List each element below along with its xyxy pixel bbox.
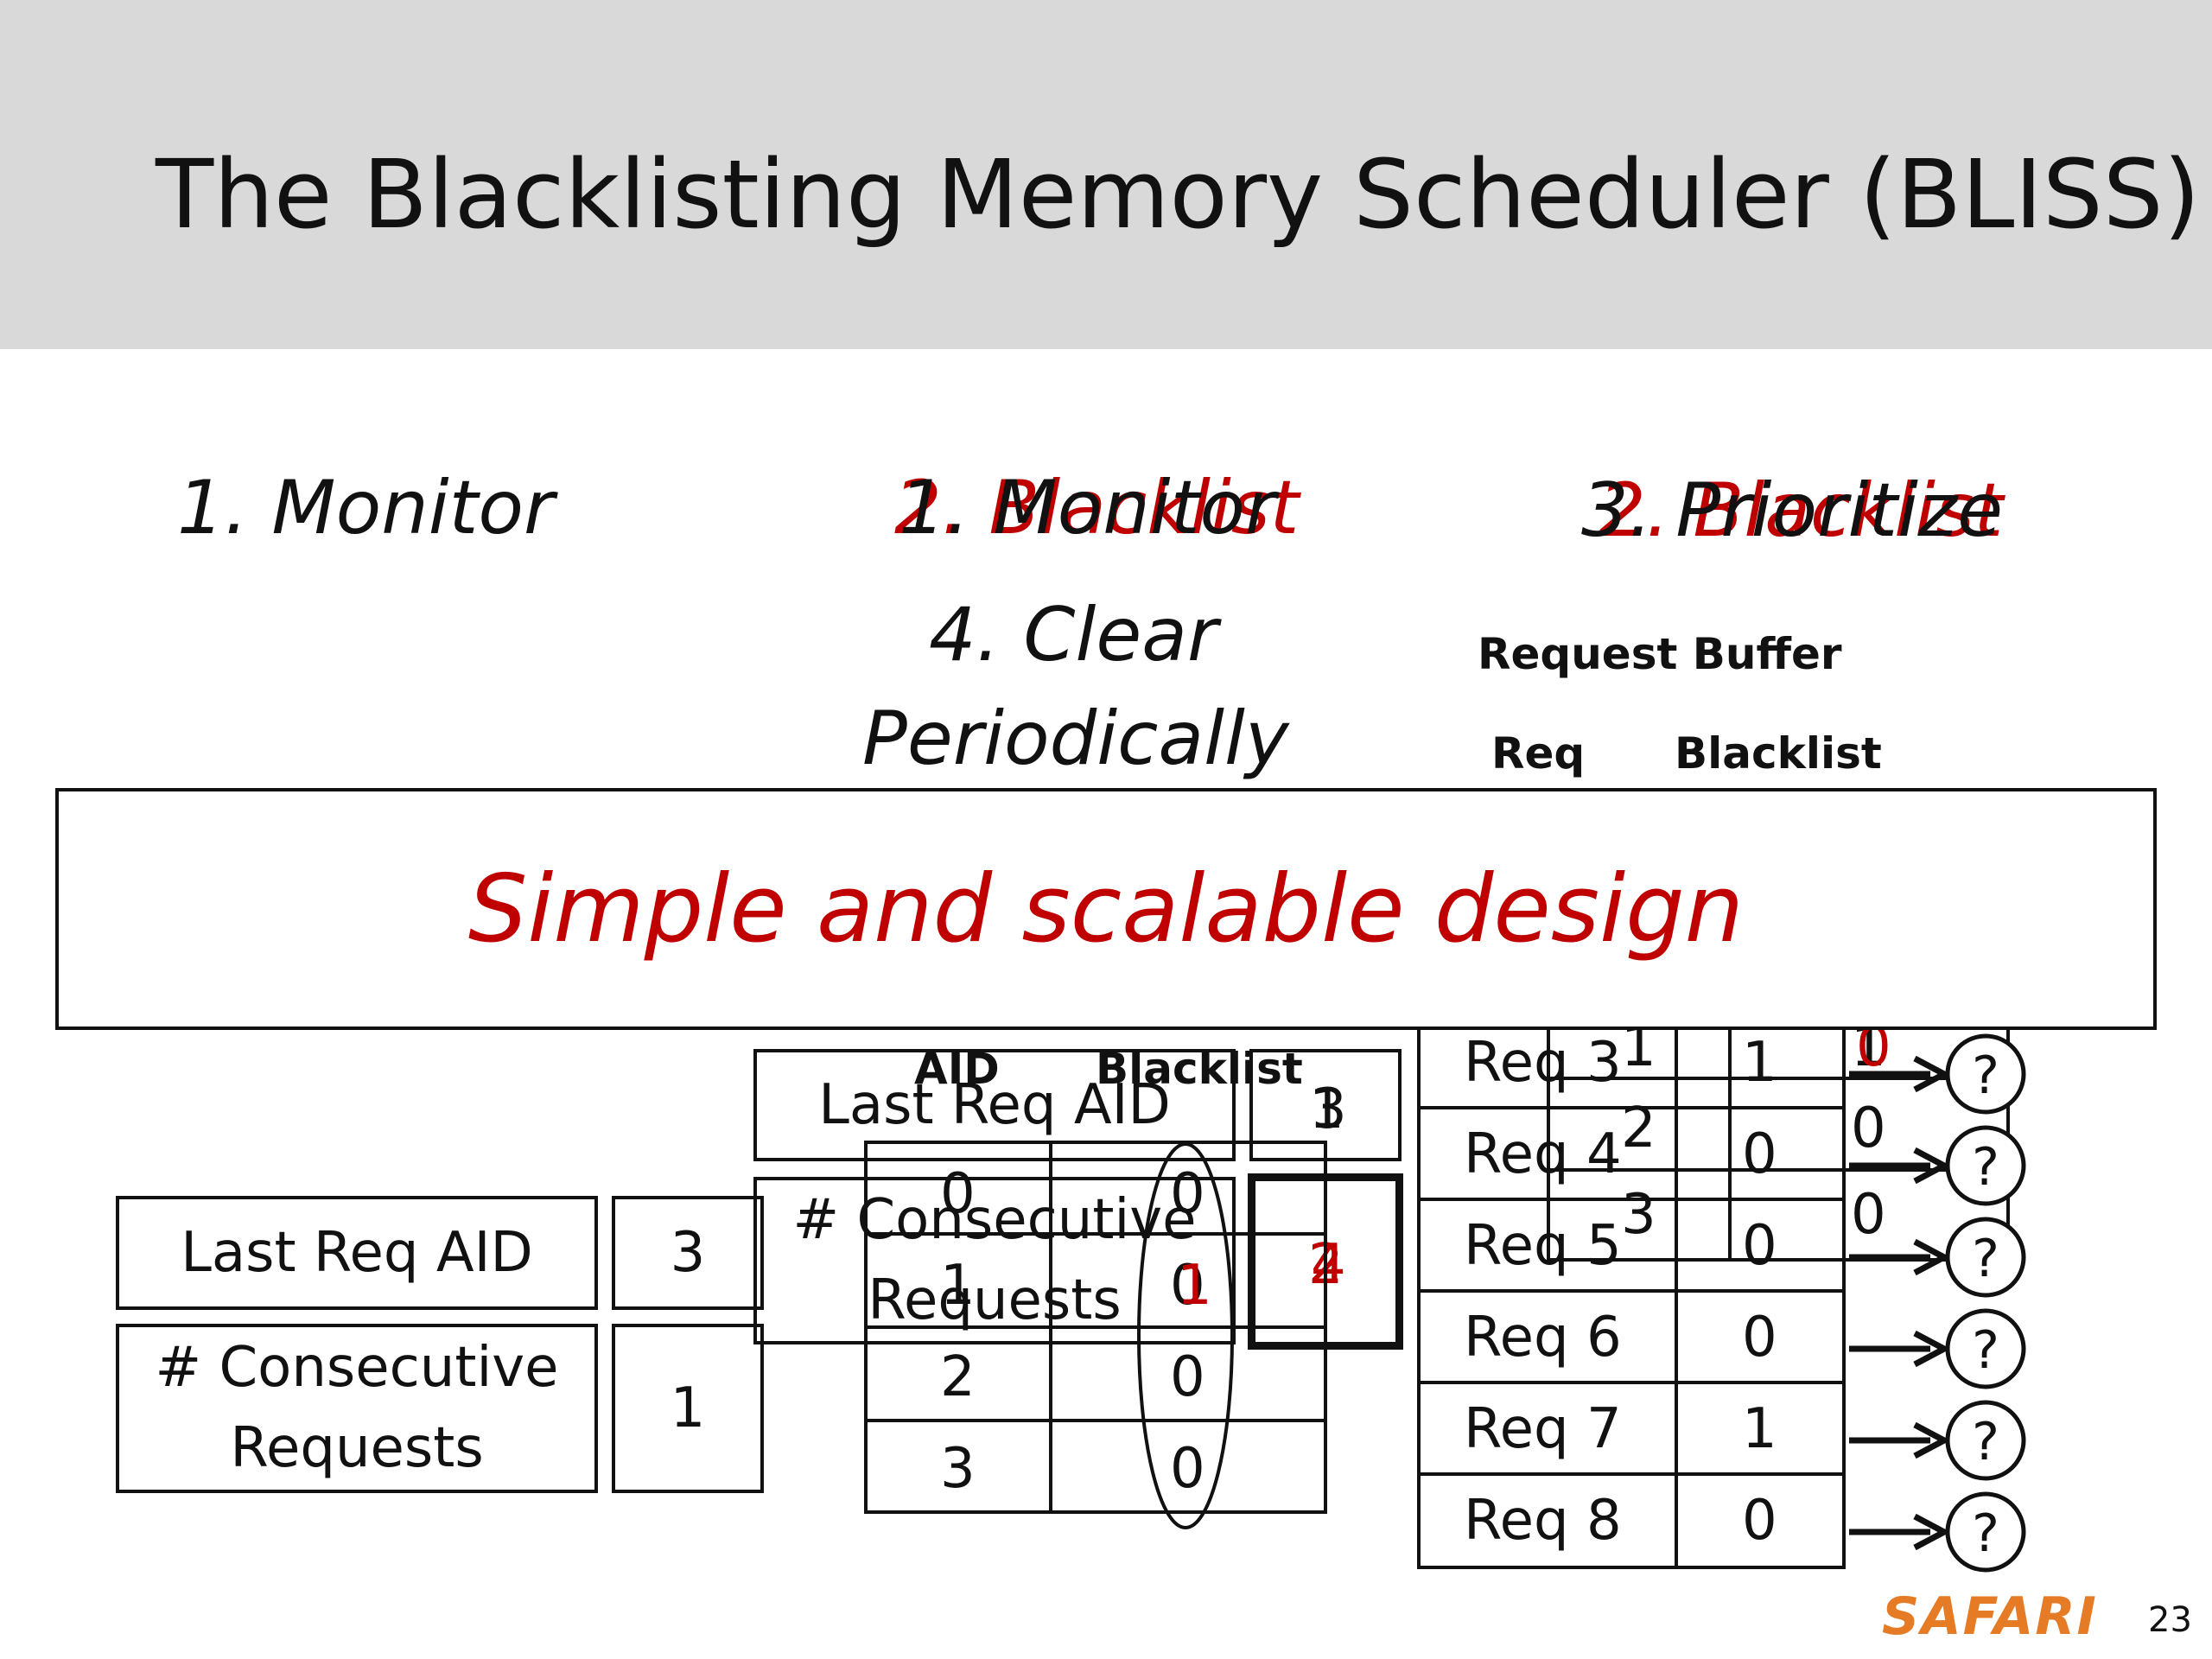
aid-table-header-aid: AID bbox=[914, 1044, 1000, 1094]
priority-arrowhead-1 bbox=[1913, 1147, 1951, 1185]
request-buffer-rule-5 bbox=[1417, 1472, 1846, 1476]
blacklist-consecutive-line2: Requests bbox=[868, 1268, 1122, 1332]
req-row-0-label: Req 3 bbox=[1464, 1031, 1622, 1095]
banner-text: Simple and scalable design bbox=[467, 855, 1745, 963]
aid-table-rule-2 bbox=[864, 1325, 1327, 1329]
overlay-row-2-id: 3 bbox=[1621, 1183, 1656, 1247]
overlay-aid-rule-2 bbox=[1547, 1168, 2010, 1172]
priority-question-1: ? bbox=[1972, 1137, 1999, 1198]
priority-circle-1 bbox=[1945, 1125, 2026, 1206]
req-row-3-blacklist: 0 bbox=[1742, 1306, 1777, 1370]
blacklist-last-req-value-b: 3 bbox=[1312, 1077, 1347, 1141]
priority-circle-2 bbox=[1945, 1217, 2026, 1298]
aid-row-0-blacklist: 0 bbox=[1170, 1162, 1205, 1226]
request-buffer-rule-2 bbox=[1417, 1198, 1846, 1201]
monitor-last-req-label-text: Last Req AID bbox=[181, 1220, 533, 1285]
priority-question-5: ? bbox=[1972, 1503, 1999, 1564]
step-clear-line2: Periodically bbox=[862, 696, 1289, 782]
priority-circle-0 bbox=[1945, 1033, 2026, 1115]
request-buffer-rule-1 bbox=[1417, 1106, 1846, 1109]
request-buffer-header-blacklist: Blacklist bbox=[1675, 728, 1882, 779]
overlay-aid-divider bbox=[1728, 1025, 1732, 1262]
req-row-5-label: Req 8 bbox=[1464, 1489, 1622, 1553]
priority-question-4: ? bbox=[1972, 1412, 1999, 1472]
aid-row-1-id: 1 bbox=[940, 1254, 976, 1318]
priority-arrowhead-0 bbox=[1913, 1055, 1951, 1093]
blacklist-last-req-label-text: Last Req AID bbox=[818, 1072, 1171, 1137]
req-row-2-blacklist: 0 bbox=[1742, 1214, 1777, 1278]
req-row-5-blacklist: 0 bbox=[1742, 1489, 1777, 1553]
aid-table-rule-1 bbox=[864, 1232, 1327, 1236]
step-monitor: 1. Monitor bbox=[177, 465, 555, 551]
aid-table-header-blacklist: Blacklist bbox=[1096, 1044, 1303, 1094]
request-buffer-rule-4 bbox=[1417, 1381, 1846, 1384]
aid-row-3-blacklist: 0 bbox=[1170, 1437, 1205, 1501]
monitor-consecutive-value-text: 1 bbox=[670, 1376, 706, 1440]
step-prioritize: 3. Prioritize bbox=[1581, 467, 2004, 554]
monitor-consecutive-line1: # Consecutive bbox=[155, 1336, 559, 1401]
req-row-1-blacklist: 0 bbox=[1742, 1122, 1777, 1186]
priority-arrowhead-5 bbox=[1913, 1513, 1951, 1551]
overlay-aid-rule-1 bbox=[1547, 1077, 2010, 1080]
step-monitor-ghost: 1. Monitor bbox=[899, 465, 1276, 551]
safari-logo: SAFARI bbox=[1882, 1586, 2098, 1647]
request-buffer-rule-3 bbox=[1417, 1289, 1846, 1293]
aid-table-rule-3 bbox=[864, 1419, 1327, 1422]
step-blacklist-red: 2. Blacklist bbox=[1599, 467, 2004, 554]
request-buffer-divider bbox=[1675, 1025, 1678, 1569]
priority-arrowhead-3 bbox=[1913, 1330, 1951, 1368]
priority-marks: ?????? bbox=[1849, 1033, 2026, 1573]
monitor-consecutive-value: 1 bbox=[612, 1324, 764, 1493]
req-row-0-blacklist: 1 bbox=[1742, 1031, 1777, 1095]
priority-question-0: ? bbox=[1972, 1046, 1999, 1106]
aid-row-3-id: 3 bbox=[940, 1437, 976, 1501]
aid-row-0-id: 0 bbox=[940, 1162, 976, 1226]
priority-circle-5 bbox=[1945, 1491, 2026, 1573]
aid-row-2-id: 2 bbox=[940, 1345, 976, 1409]
request-buffer-title: Request Buffer bbox=[1478, 629, 1842, 679]
monitor-last-req-label: Last Req AID bbox=[116, 1196, 598, 1310]
monitor-last-req-value: 3 bbox=[612, 1196, 764, 1310]
priority-question-3: ? bbox=[1972, 1320, 1999, 1381]
priority-circle-3 bbox=[1945, 1308, 2026, 1389]
blacklist-consecutive-label: # Consecutive Requests bbox=[753, 1177, 1236, 1344]
monitor-consecutive-label: # Consecutive Requests bbox=[116, 1324, 598, 1493]
request-buffer-header-req: Req bbox=[1491, 728, 1586, 779]
page-number: 23 bbox=[2148, 1600, 2192, 1640]
blacklist-last-req-label: Last Req AID bbox=[753, 1049, 1236, 1161]
banner-box: Simple and scalable design bbox=[55, 788, 2157, 1030]
priority-question-2: ? bbox=[1972, 1229, 1999, 1289]
blacklist-consecutive-label-text: # Consecutive Requests bbox=[793, 1180, 1197, 1341]
blacklist-consecutive-value-b: 4 bbox=[1311, 1233, 1346, 1297]
aid-row-2-blacklist: 0 bbox=[1170, 1345, 1205, 1409]
aid-row-1-blacklist: 0 bbox=[1170, 1254, 1205, 1318]
step-clear-line1: 4. Clear bbox=[929, 592, 1218, 678]
slide-header bbox=[0, 0, 2212, 349]
req-row-4-label: Req 7 bbox=[1464, 1397, 1622, 1461]
overlay-row-1-id: 2 bbox=[1621, 1096, 1656, 1160]
overlay-row-2-flag: 0 bbox=[1851, 1183, 1886, 1247]
slide-title: The Blacklisting Memory Scheduler (BLISS… bbox=[156, 139, 2201, 250]
req-row-2-label: Req 5 bbox=[1464, 1214, 1622, 1278]
step-blacklist-ghost: 2. Blacklist bbox=[894, 465, 1300, 551]
priority-arrowhead-4 bbox=[1913, 1421, 1951, 1459]
monitor-last-req-value-text: 3 bbox=[670, 1220, 706, 1285]
priority-arrowhead-2 bbox=[1913, 1238, 1951, 1276]
req-row-1-label: Req 4 bbox=[1464, 1122, 1622, 1186]
monitor-consecutive-line2: Requests bbox=[230, 1416, 484, 1480]
priority-circle-4 bbox=[1945, 1400, 2026, 1481]
blacklist-last-req-value-a: 1 bbox=[1309, 1077, 1344, 1141]
blacklist-consecutive-line1: # Consecutive bbox=[792, 1188, 1197, 1253]
overlay-row-1-flag: 0 bbox=[1851, 1096, 1886, 1160]
req-row-3-label: Req 6 bbox=[1464, 1306, 1622, 1370]
aid-row-1-blacklist-overlay: 1 bbox=[1177, 1254, 1212, 1318]
monitor-consecutive-label-text: # Consecutive Requests bbox=[156, 1328, 559, 1489]
req-row-4-blacklist: 1 bbox=[1742, 1397, 1777, 1461]
blacklist-column-ellipse bbox=[1137, 1142, 1234, 1529]
